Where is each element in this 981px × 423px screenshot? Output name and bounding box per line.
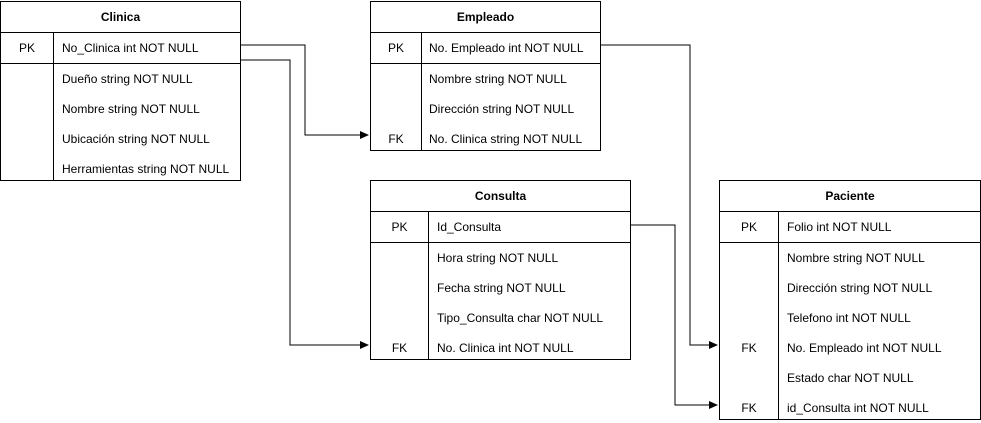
empleado-field-row: Nombre string NOT NULL (371, 64, 600, 94)
connector-clinica-to-empleado (241, 44, 369, 139)
clinica-field-row: Nombre string NOT NULL (1, 94, 240, 124)
fk-label: FK (388, 132, 404, 146)
column-divider (53, 32, 54, 180)
pk-label: PK (18, 41, 35, 55)
empleado-pk-field: No. Empleado int NOT NULL (429, 41, 584, 55)
column-divider (428, 211, 429, 359)
clinica-field-row: Herramientas string NOT NULL (1, 154, 240, 184)
paciente-field-row: Dirección string NOT NULL (720, 273, 980, 303)
paciente-field: No. Empleado int NOT NULL (787, 341, 942, 355)
consulta-field-row: FK No. Clinica int NOT NULL (371, 333, 630, 363)
consulta-field-row: Fecha string NOT NULL (371, 273, 630, 303)
pk-label: PK (387, 41, 404, 55)
paciente-field: Nombre string NOT NULL (787, 251, 925, 265)
consulta-table[interactable]: Consulta PK Id_Consulta Hora string NOT … (370, 180, 631, 360)
fk-label: FK (741, 401, 757, 415)
consulta-field-row: Tipo_Consulta char NOT NULL (371, 303, 630, 333)
consulta-field: Hora string NOT NULL (437, 251, 559, 265)
consulta-field: Tipo_Consulta char NOT NULL (437, 311, 604, 325)
empleado-field-row: FK No. Clinica string NOT NULL (371, 124, 600, 154)
consulta-pk-row: PK Id_Consulta (371, 212, 630, 243)
empleado-pk-row: PK No. Empleado int NOT NULL (371, 33, 600, 64)
connector-clinica-to-consulta (241, 59, 369, 349)
paciente-pk-field: Folio int NOT NULL (787, 220, 892, 234)
paciente-field: Telefono int NOT NULL (787, 311, 911, 325)
consulta-field: No. Clinica int NOT NULL (437, 341, 574, 355)
pk-label: PK (391, 220, 408, 234)
column-divider (421, 32, 422, 150)
paciente-table-title: Paciente (720, 181, 980, 212)
paciente-field: Dirección string NOT NULL (787, 281, 933, 295)
clinica-field: Dueño string NOT NULL (62, 72, 193, 86)
empleado-field: Nombre string NOT NULL (429, 72, 567, 86)
empleado-field: No. Clinica string NOT NULL (429, 132, 583, 146)
empleado-table[interactable]: Empleado PK No. Empleado int NOT NULL No… (370, 1, 601, 151)
paciente-table[interactable]: Paciente PK Folio int NOT NULL Nombre st… (719, 180, 981, 420)
clinica-field-row: Ubicación string NOT NULL (1, 124, 240, 154)
clinica-field-row: Dueño string NOT NULL (1, 64, 240, 94)
consulta-field: Fecha string NOT NULL (437, 281, 566, 295)
paciente-field: id_Consulta int NOT NULL (787, 401, 929, 415)
clinica-field: Ubicación string NOT NULL (62, 132, 210, 146)
column-divider (778, 211, 779, 419)
paciente-field-row: Estado char NOT NULL (720, 363, 980, 393)
clinica-table[interactable]: Clinica PK No_Clinica int NOT NULL Dueño… (0, 1, 241, 181)
paciente-pk-row: PK Folio int NOT NULL (720, 212, 980, 243)
empleado-field-row: Dirección string NOT NULL (371, 94, 600, 124)
paciente-field: Estado char NOT NULL (787, 371, 914, 385)
clinica-field: Nombre string NOT NULL (62, 102, 200, 116)
paciente-field-row: FK id_Consulta int NOT NULL (720, 393, 980, 423)
connector-empleado-to-paciente (601, 44, 718, 349)
clinica-pk-row: PK No_Clinica int NOT NULL (1, 33, 240, 64)
consulta-table-title: Consulta (371, 181, 630, 212)
connector-consulta-to-paciente (631, 224, 718, 409)
fk-label: FK (741, 341, 757, 355)
clinica-field: Herramientas string NOT NULL (62, 162, 230, 176)
paciente-field-row: FK No. Empleado int NOT NULL (720, 333, 980, 363)
clinica-pk-field: No_Clinica int NOT NULL (62, 41, 199, 55)
consulta-pk-field: Id_Consulta (437, 220, 502, 234)
consulta-field-row: Hora string NOT NULL (371, 243, 630, 273)
fk-label: FK (391, 341, 408, 355)
pk-label: PK (740, 220, 757, 234)
paciente-field-row: Telefono int NOT NULL (720, 303, 980, 333)
paciente-field-row: Nombre string NOT NULL (720, 243, 980, 273)
clinica-table-title: Clinica (1, 2, 240, 33)
empleado-field: Dirección string NOT NULL (429, 102, 575, 116)
empleado-table-title: Empleado (371, 2, 600, 33)
